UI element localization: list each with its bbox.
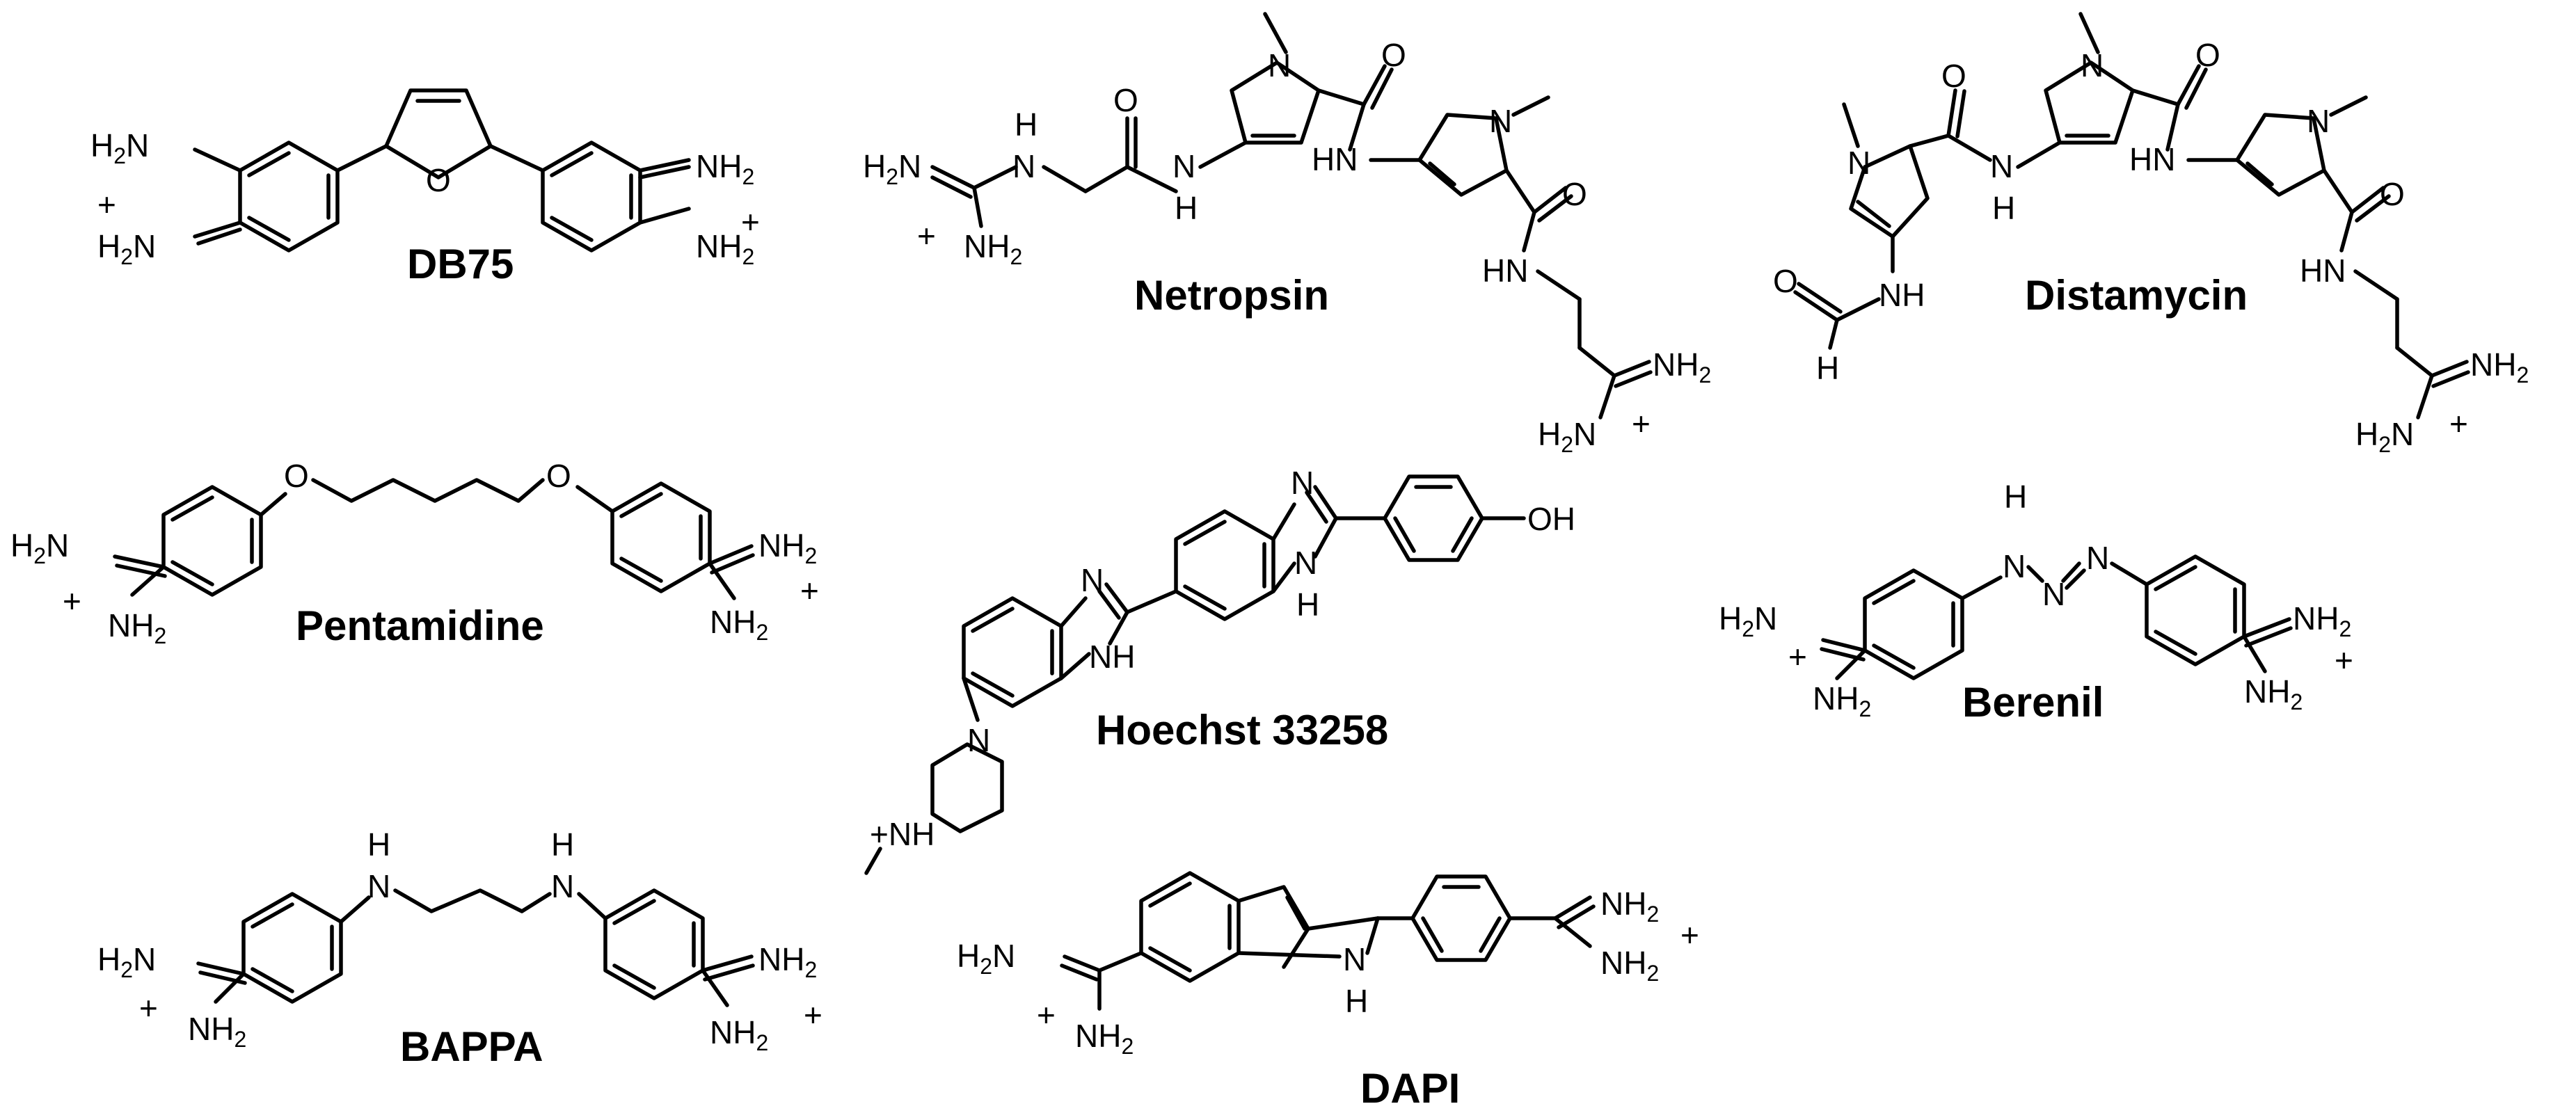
netropsin-o-1: O (1113, 82, 1138, 118)
distamycin-h-1: H (1992, 190, 2015, 226)
compound-distamycin: N O N H N O HN N O HN (1773, 12, 2529, 457)
hoechst-oh: OH (1527, 501, 1575, 537)
berenil-nh2-right-bottom: NH2 (2244, 673, 2303, 714)
bappa-label: BAPPA (400, 1023, 543, 1070)
dapi-n: N (1343, 941, 1366, 977)
dapi-nh2-left: NH2 (1075, 1018, 1134, 1059)
pentamidine-nh2-left: NH2 (108, 607, 166, 648)
distamycin-nh2: NH2 (2470, 346, 2529, 387)
bappa-h2n: H2N (97, 941, 156, 982)
pentamidine-label: Pentamidine (296, 602, 544, 649)
netropsin-nh-1: N (1012, 148, 1035, 184)
compound-pentamidine: H2N + NH2 O O NH2 NH2 + Pentamidine (10, 458, 819, 649)
distamycin-h-2: H (1816, 350, 1839, 386)
berenil-nh2-left: NH2 (1813, 680, 1871, 721)
netropsin-nh-2: N (1172, 148, 1195, 184)
distamycin-pyrrole3-n: N (2307, 103, 2330, 139)
bappa-nh2-right-top: NH2 (758, 941, 817, 982)
pentamidine-nh2-right-bottom: NH2 (710, 604, 768, 645)
berenil-h2n: H2N (1719, 600, 1777, 641)
compound-bappa: H2N + NH2 H N H N NH2 NH2 + BAPPA (97, 826, 822, 1070)
dapi-plus-left: + (1037, 997, 1056, 1033)
bappa-n-1: N (367, 868, 390, 904)
distamycin-pyrrole2-n: N (2081, 47, 2104, 83)
netropsin-hn-1: HN (1312, 141, 1358, 177)
compound-hoechst: N NH N +NH N N H OH Hoechst 33258 (864, 465, 1575, 875)
db75-h2n-top: H2N (90, 127, 149, 168)
db75-label: DB75 (407, 241, 514, 287)
hoechst-nh-2: N (1294, 545, 1317, 581)
netropsin-plus-2: + (1632, 406, 1651, 442)
bappa-nh2-left: NH2 (188, 1011, 246, 1052)
pentamidine-o-right: O (546, 458, 571, 494)
distamycin-label: Distamycin (2025, 272, 2248, 319)
compound-berenil: H2N + NH2 H N N N NH2 NH2 + Berenil (1719, 479, 2353, 726)
netropsin-o-3: O (1562, 176, 1587, 212)
netropsin-h-1: H (1015, 106, 1037, 143)
pentamidine-h2n: H2N (10, 527, 69, 568)
dapi-nh2-right-bottom: NH2 (1600, 945, 1659, 986)
pentamidine-nh2-right-top: NH2 (758, 527, 817, 568)
distamycin-nh-1: N (1990, 148, 2013, 184)
hoechst-nh-1: NH (1089, 639, 1135, 675)
distamycin-hn-1: HN (2129, 141, 2175, 177)
bappa-plus-right: + (804, 997, 822, 1033)
netropsin-plus: + (917, 218, 936, 254)
berenil-label: Berenil (1962, 679, 2104, 726)
distamycin-h2n: H2N (2355, 416, 2414, 457)
bappa-plus-left: + (139, 990, 158, 1026)
berenil-n-2: N (2042, 576, 2065, 612)
bappa-h-2: H (551, 826, 574, 863)
hoechst-label: Hoechst 33258 (1096, 707, 1388, 753)
distamycin-pyrrole1-n: N (1847, 145, 1870, 181)
distamycin-o-3: O (2380, 176, 2405, 212)
netropsin-h-2: H (1175, 190, 1198, 226)
db75-furan-oxygen: O (426, 162, 451, 198)
netropsin-label: Netropsin (1134, 272, 1329, 319)
db75-nh2-top: NH2 (696, 148, 754, 189)
distamycin-o-2: O (2195, 37, 2220, 73)
berenil-n-1: N (2003, 548, 2026, 584)
compound-db75: H2N H2N + O NH2 NH2 + DB75 (90, 88, 760, 287)
netropsin-h2n-2: H2N (1538, 416, 1596, 457)
berenil-h: H (2004, 479, 2027, 515)
dapi-h: H (1345, 983, 1368, 1019)
netropsin-pyrrole2-n: N (1489, 103, 1512, 139)
hoechst-piperazine-nh-plus: +NH (870, 816, 935, 852)
bappa-nh2-right-bottom: NH2 (710, 1014, 768, 1055)
compound-netropsin: H2N + NH2 N H O N H N O HN N (863, 12, 1711, 457)
netropsin-o-2: O (1381, 37, 1406, 73)
netropsin-h2n: H2N (863, 148, 921, 189)
pentamidine-plus-right: + (800, 573, 819, 609)
dapi-label: DAPI (1360, 1065, 1460, 1112)
berenil-plus-right: + (2335, 642, 2353, 678)
bappa-h-1: H (367, 826, 390, 863)
db75-plus-left: + (97, 186, 116, 223)
distamycin-plus: + (2449, 406, 2468, 442)
berenil-plus-left: + (1788, 639, 1807, 675)
compound-dapi: N H NH2 NH2 + H2N + NH2 DAPI (957, 871, 1699, 1112)
distamycin-o-4: O (1773, 263, 1798, 299)
db75-plus-right: + (741, 204, 760, 240)
hoechst-h-2: H (1296, 586, 1319, 623)
dapi-nh2-right-top: NH2 (1600, 886, 1659, 927)
db75-h2n-bottom: H2N (97, 228, 156, 269)
dapi-plus-right: + (1680, 917, 1699, 953)
netropsin-nh2-2: NH2 (1653, 346, 1711, 387)
berenil-n-3: N (2086, 540, 2109, 576)
distamycin-o-1: O (1941, 58, 1966, 94)
netropsin-hn-2: HN (1482, 253, 1528, 289)
pentamidine-o-left: O (284, 458, 309, 494)
pentamidine-plus-left: + (63, 583, 81, 619)
dapi-h2n: H2N (957, 938, 1015, 979)
berenil-nh2-right-top: NH2 (2293, 600, 2351, 641)
distamycin-hn-2: HN (2300, 253, 2346, 289)
netropsin-nh2: NH2 (964, 228, 1022, 269)
bappa-n-2: N (551, 868, 574, 904)
distamycin-nh-2: NH (1879, 277, 1925, 313)
